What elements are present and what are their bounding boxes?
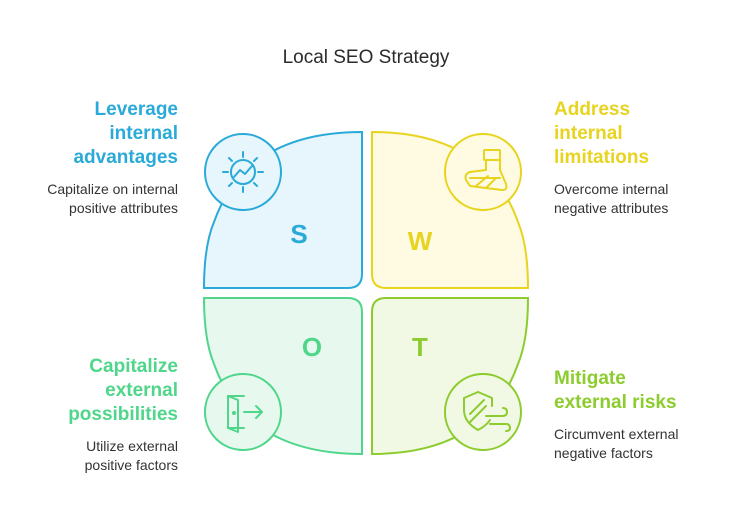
- w-description: Overcome internal negative attributes: [554, 181, 669, 216]
- letter-o: O: [302, 332, 322, 362]
- w-heading: Address internal limitations: [554, 99, 650, 168]
- exit-door-icon: [204, 373, 282, 451]
- shield-wind-icon: [444, 373, 522, 451]
- s-description: Capitalize on internal positive attribut…: [47, 181, 178, 216]
- t-heading: Mitigate external risks: [554, 368, 677, 413]
- o-description: Utilize external positive factors: [84, 438, 178, 473]
- letter-w: W: [408, 226, 433, 256]
- letter-s: S: [290, 219, 307, 249]
- t-description: Circumvent external negative factors: [554, 426, 679, 461]
- diagram-title: Local SEO Strategy: [282, 47, 450, 68]
- quadrant-t-shape: [371, 297, 530, 456]
- quadrant-w-shape: [371, 130, 530, 289]
- broken-leg-cast-icon: [444, 133, 522, 211]
- gear-chart-icon: [204, 133, 282, 211]
- s-heading: Leverage internal advantages: [73, 99, 178, 168]
- letter-t: T: [412, 332, 428, 362]
- o-heading: Capitalize external possibilities: [68, 356, 178, 425]
